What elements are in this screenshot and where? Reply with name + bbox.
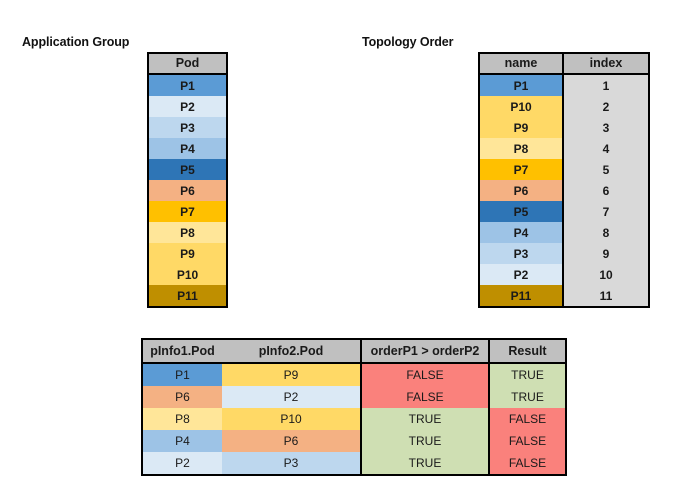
name-column-header: name xyxy=(479,53,563,75)
pod-cell: P2 xyxy=(148,96,227,117)
topology-index-cell: 8 xyxy=(562,222,649,243)
topology-name-cell: P7 xyxy=(479,159,563,180)
table-row: P10 xyxy=(148,264,227,285)
table-header-row: pInfo1.Pod pInfo2.Pod orderP1 > orderP2 … xyxy=(142,339,566,364)
topology-name-cell: P1 xyxy=(479,74,563,96)
topology-index-cell: 7 xyxy=(562,201,649,222)
pinfo2-pod-cell: P6 xyxy=(222,430,361,452)
topology-name-cell: P8 xyxy=(479,138,563,159)
order-comparison-column-header: orderP1 > orderP2 xyxy=(360,339,489,364)
pinfo2-pod-cell: P2 xyxy=(222,386,361,408)
topology-index-cell: 6 xyxy=(562,180,649,201)
table-row: P5 xyxy=(148,159,227,180)
pinfo1-pod-cell: P8 xyxy=(142,408,222,430)
topology-index-cell: 10 xyxy=(562,264,649,285)
topology-name-cell: P9 xyxy=(479,117,563,138)
comparison-table: pInfo1.Pod pInfo2.Pod orderP1 > orderP2 … xyxy=(141,338,567,476)
pod-cell: P5 xyxy=(148,159,227,180)
topology-order-caption: Topology Order xyxy=(362,35,454,49)
pod-cell: P7 xyxy=(148,201,227,222)
topology-index-cell: 1 xyxy=(562,74,649,96)
pod-column-header: Pod xyxy=(148,53,227,75)
result-cell: TRUE xyxy=(488,363,566,386)
order-comparison-cell: TRUE xyxy=(360,430,489,452)
topology-name-cell: P2 xyxy=(479,264,563,285)
pod-cell: P4 xyxy=(148,138,227,159)
pinfo2-pod-cell: P10 xyxy=(222,408,361,430)
pod-cell: P6 xyxy=(148,180,227,201)
order-comparison-cell: FALSE xyxy=(360,363,489,386)
result-cell: FALSE xyxy=(488,430,566,452)
result-cell: FALSE xyxy=(488,452,566,475)
topology-name-cell: P6 xyxy=(479,180,563,201)
pinfo2-column-header: pInfo2.Pod xyxy=(222,339,361,364)
order-comparison-cell: FALSE xyxy=(360,386,489,408)
pinfo1-pod-cell: P2 xyxy=(142,452,222,475)
pinfo2-pod-cell: P3 xyxy=(222,452,361,475)
pinfo1-column-header: pInfo1.Pod xyxy=(142,339,222,364)
table-row: P3 xyxy=(148,117,227,138)
pod-cell: P10 xyxy=(148,264,227,285)
result-cell: TRUE xyxy=(488,386,566,408)
topology-index-cell: 5 xyxy=(562,159,649,180)
pod-cell: P1 xyxy=(148,74,227,96)
pod-cell: P3 xyxy=(148,117,227,138)
topology-index-cell: 11 xyxy=(562,285,649,307)
table-row: P9 xyxy=(148,243,227,264)
topology-index-cell: 3 xyxy=(562,117,649,138)
result-column-header: Result xyxy=(488,339,566,364)
pinfo1-pod-cell: P4 xyxy=(142,430,222,452)
topology-index-cell: 4 xyxy=(562,138,649,159)
topology-index-cell: 9 xyxy=(562,243,649,264)
pinfo1-pod-cell: P1 xyxy=(142,363,222,386)
index-column-header: index xyxy=(562,53,649,75)
topology-name-cell: P11 xyxy=(479,285,563,307)
table-row: P4 xyxy=(148,138,227,159)
pod-cell: P9 xyxy=(148,243,227,264)
result-cell: FALSE xyxy=(488,408,566,430)
table-header-row: Pod xyxy=(148,53,227,75)
order-comparison-cell: TRUE xyxy=(360,452,489,475)
pod-cell: P8 xyxy=(148,222,227,243)
topology-name-cell: P10 xyxy=(479,96,563,117)
order-comparison-cell: TRUE xyxy=(360,408,489,430)
table-header-row: name index xyxy=(479,53,649,75)
table-row: P2 xyxy=(148,96,227,117)
topology-name-cell: P4 xyxy=(479,222,563,243)
pod-cell: P11 xyxy=(148,285,227,307)
topology-index-cell: 2 xyxy=(562,96,649,117)
table-row: P11 xyxy=(148,285,227,307)
application-group-caption: Application Group xyxy=(22,35,130,49)
pinfo2-pod-cell: P9 xyxy=(222,363,361,386)
table-row: P1 xyxy=(148,74,227,96)
topology-name-cell: P5 xyxy=(479,201,563,222)
table-row: P8 xyxy=(148,222,227,243)
pinfo1-pod-cell: P6 xyxy=(142,386,222,408)
topology-name-cell: P3 xyxy=(479,243,563,264)
table-row: P6 xyxy=(148,180,227,201)
table-row: P7 xyxy=(148,201,227,222)
